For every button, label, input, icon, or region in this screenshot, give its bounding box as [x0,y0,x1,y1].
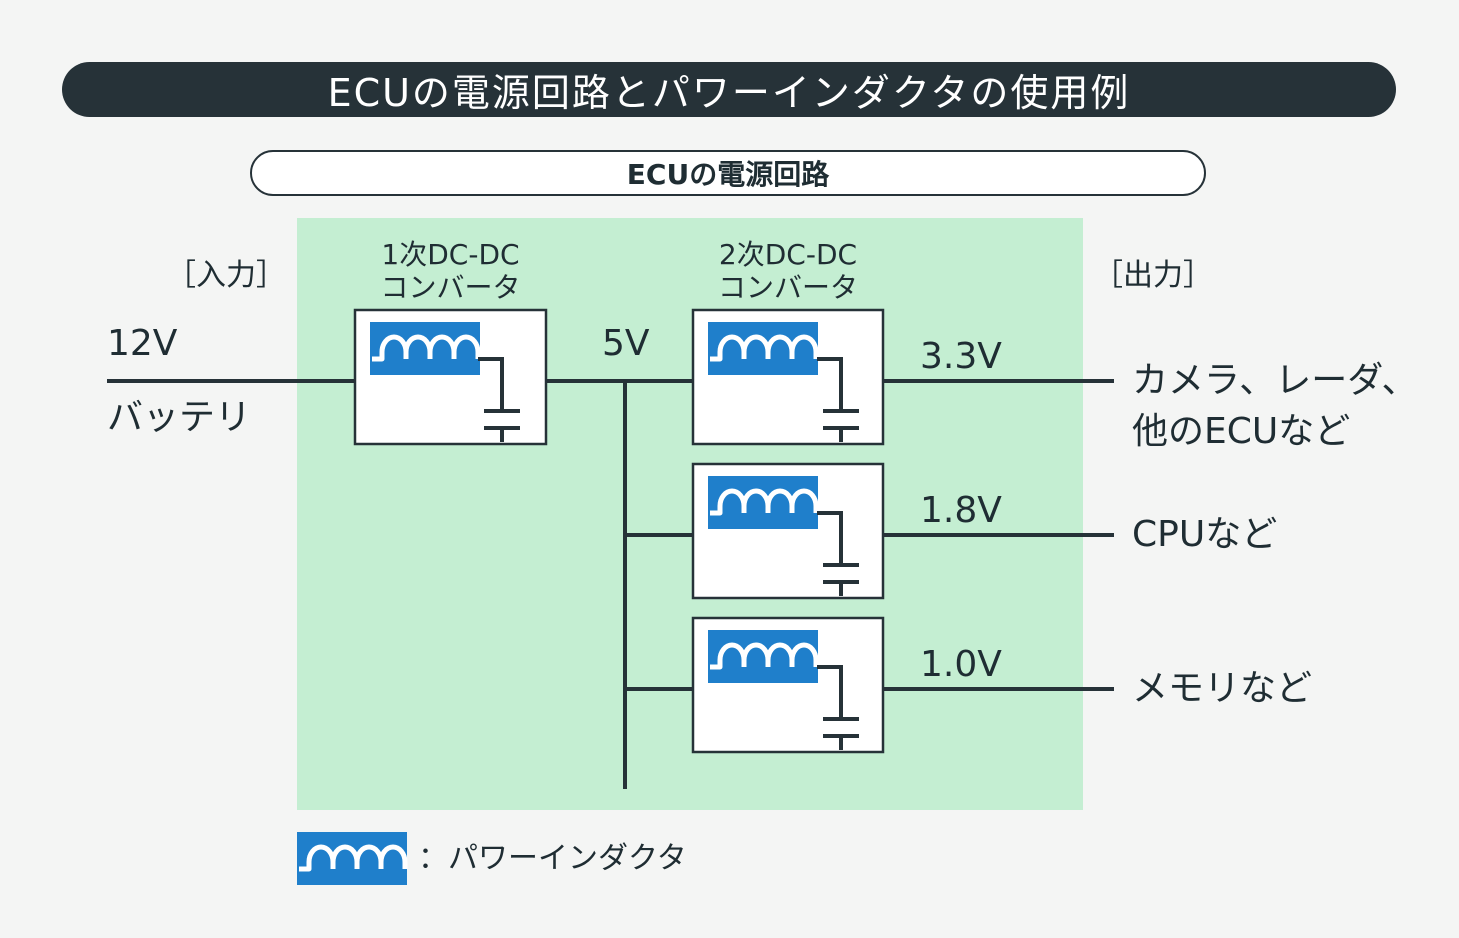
wires [107,379,1114,789]
primary-converter-label: 1次DC-DC コンバータ [380,238,521,304]
input-source: バッテリ [107,397,252,438]
primary-converter-box [353,308,548,446]
output-header: ［出力］ [1093,258,1213,293]
secondary-converter-box-3 [691,616,885,754]
output-target-2: CPUなど [1132,514,1278,555]
output-voltage-2: 1.8V [920,490,1002,531]
secondary-converter-box-1 [691,308,885,446]
input-header: ［入力］ [166,258,286,293]
bus-voltage: 5V [602,323,650,364]
diagram-subtitle: ECUの電源回路 [250,150,1206,196]
inductor-icon [708,322,818,375]
inductor-icon [708,630,818,683]
output-voltage-1: 3.3V [920,336,1002,377]
inductor-icon [708,476,818,529]
legend-inductor-icon [297,832,407,885]
secondary-converter-box-2 [691,462,885,600]
output-target-3: メモリなど [1132,668,1313,709]
legend-label: ：パワーインダクタ [418,841,687,876]
output-voltage-3: 1.0V [920,644,1002,685]
inductor-icon [370,322,480,375]
page-title: ECUの電源回路とパワーインダクタの使用例 [62,62,1396,117]
input-voltage: 12V [107,323,178,364]
output-target-1-line2: 他のECUなど [1132,411,1351,452]
secondary-converter-label: 2次DC-DC コンバータ [717,238,858,304]
output-target-1-line1: カメラ、レーダ、 [1132,360,1418,401]
